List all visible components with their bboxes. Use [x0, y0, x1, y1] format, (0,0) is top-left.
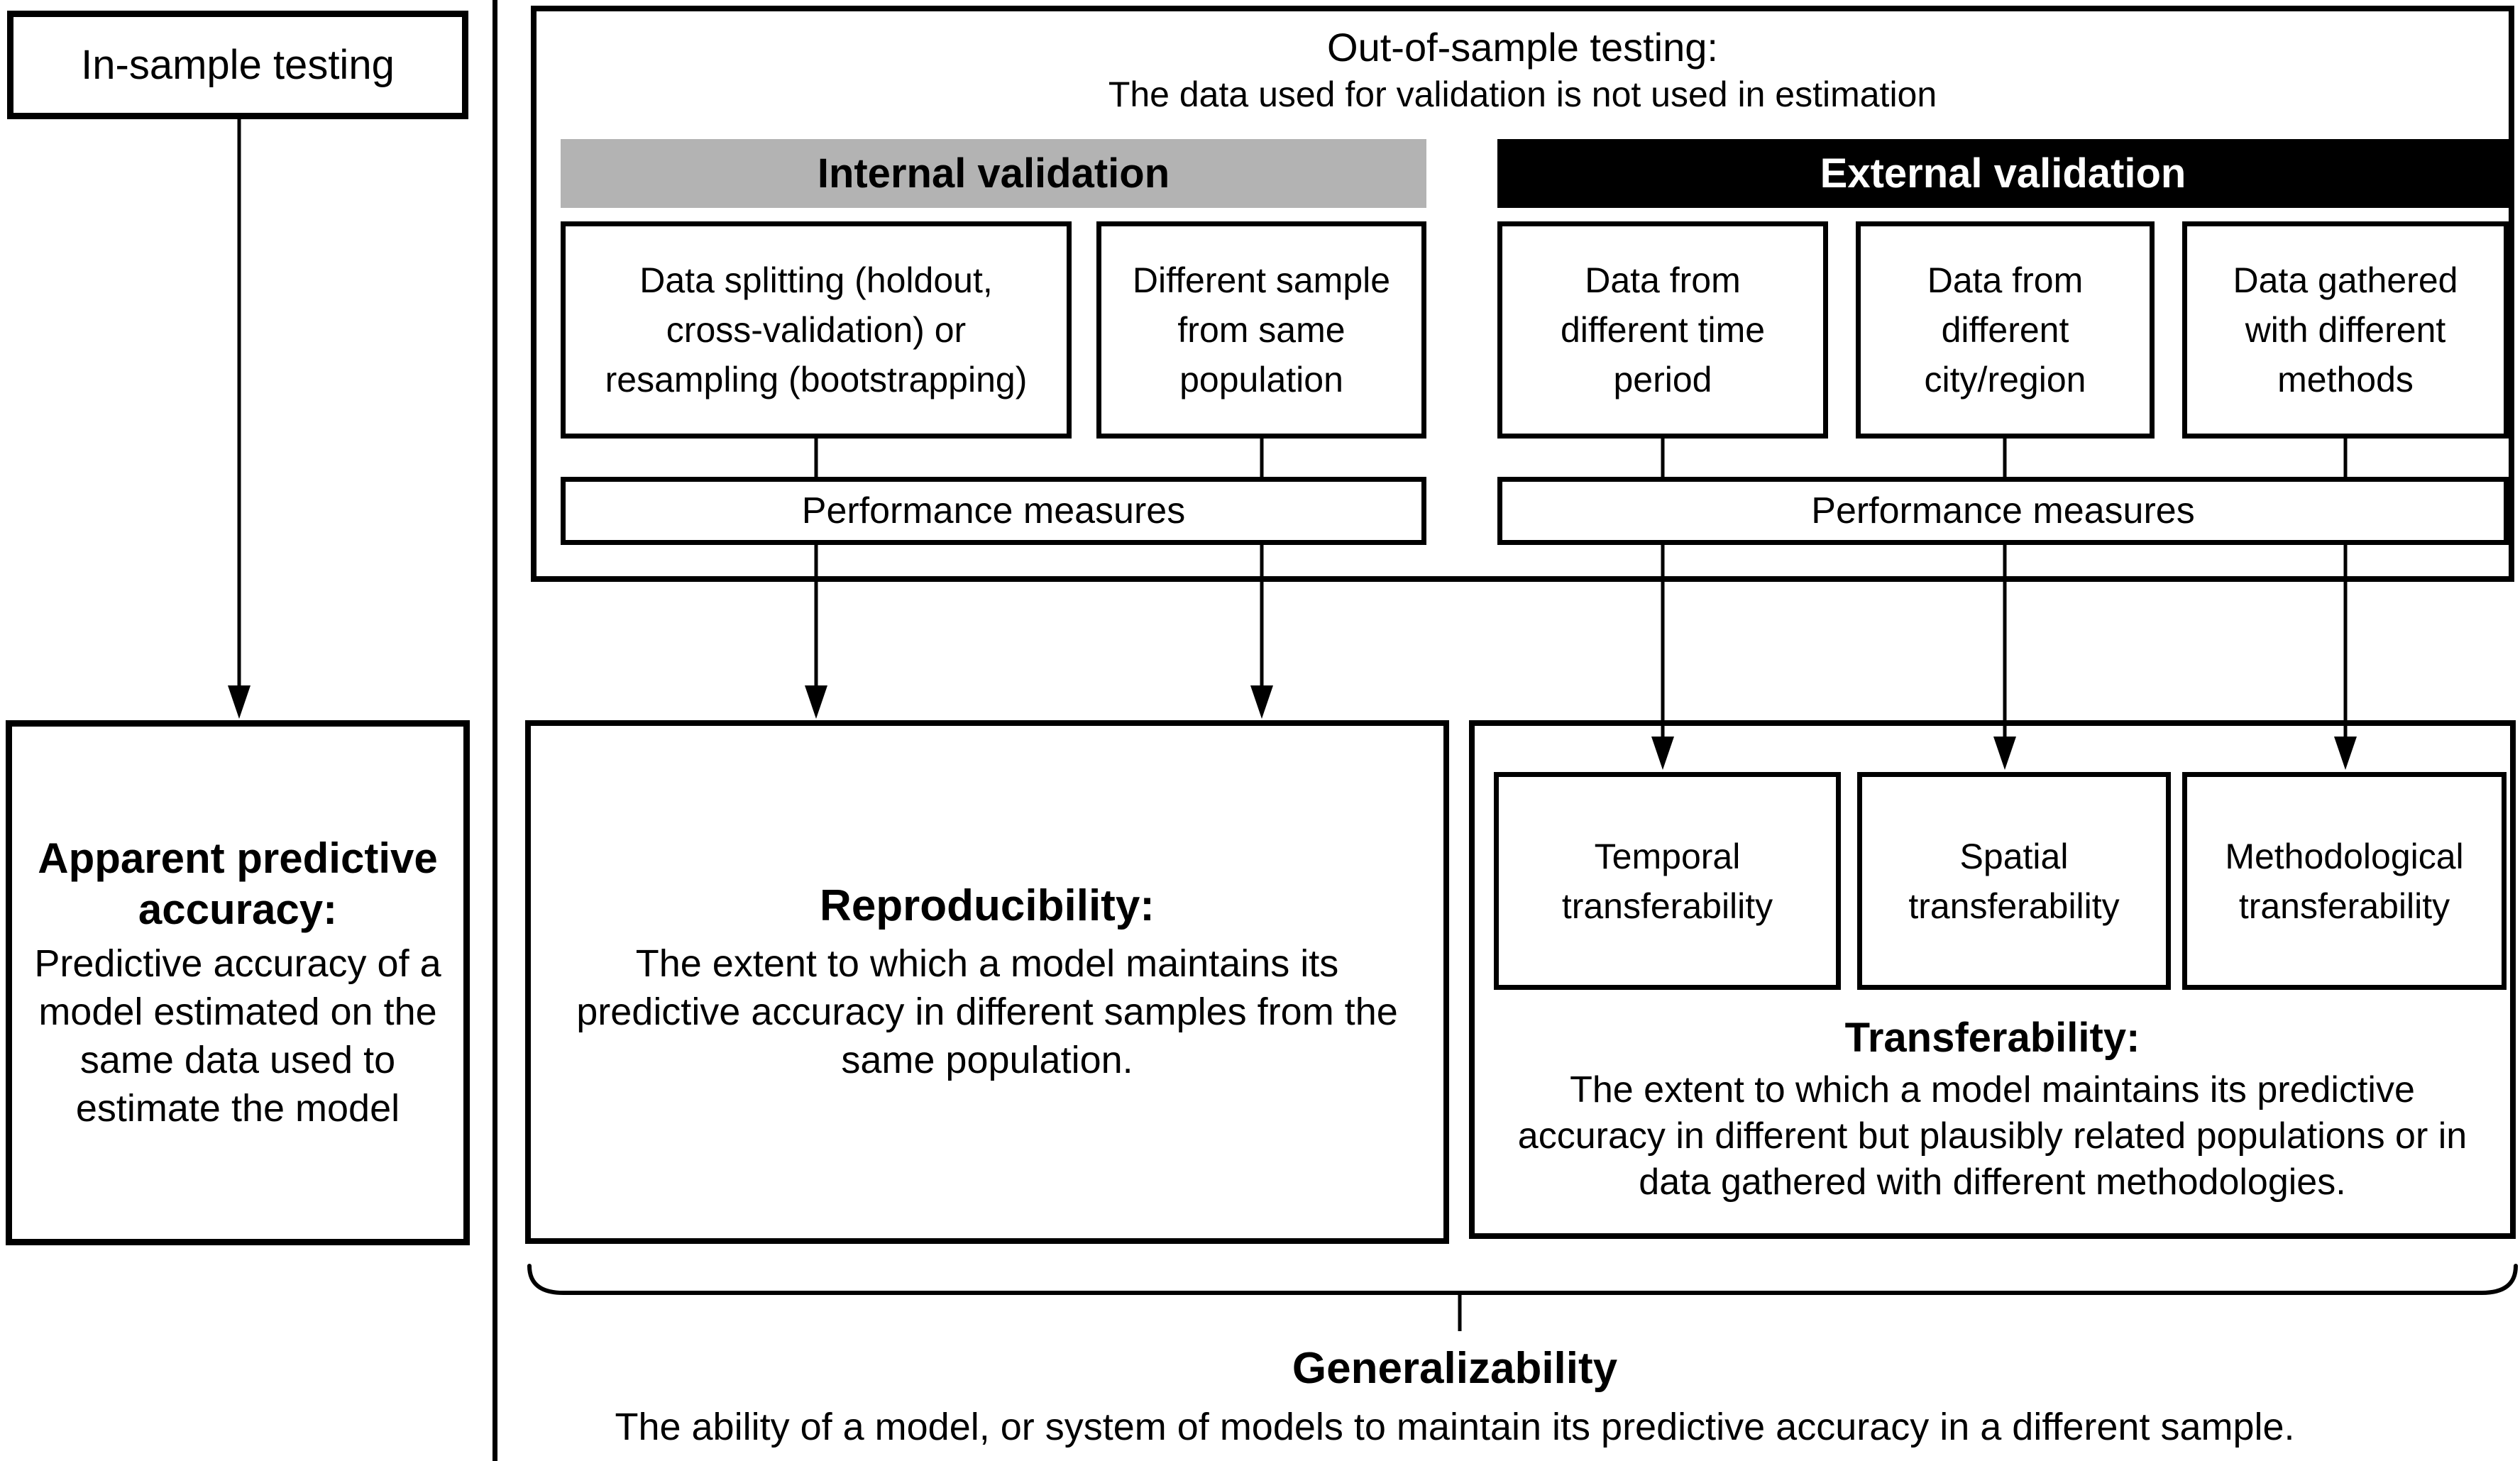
temporal-transferability-box: Temporal transferability [1494, 772, 1841, 990]
apparent-accuracy-body: Predictive accuracy of a model estimated… [34, 942, 441, 1130]
internal-validation-label: Internal validation [817, 150, 1170, 197]
apparent-accuracy-box: Apparent predictive accuracy: Predictive… [6, 720, 470, 1245]
out-of-sample-title: Out-of-sample testing: [1327, 25, 1718, 70]
reproducibility-title: Reproducibility: [820, 881, 1155, 930]
transferability-definition: Transferability: The extent to which a m… [1475, 1013, 2510, 1206]
performance-measures-label: Performance measures [801, 490, 1186, 531]
external-validation-header: External validation [1497, 139, 2509, 208]
performance-measures-external: Performance measures [1497, 477, 2509, 545]
city-region-box: Data from different city/region [1856, 221, 2155, 439]
curly-brace-icon [527, 1264, 2518, 1331]
generalizability-description: The ability of a model, or system of mod… [615, 1406, 2295, 1448]
methodological-transferability-box: Methodological transferability [2182, 772, 2507, 990]
different-sample-box: Different sample from same population [1096, 221, 1426, 439]
different-methods-label: Data gathered with different methods [2233, 260, 2458, 399]
reproducibility-body: The extent to which a model maintains it… [576, 942, 1398, 1082]
out-of-sample-subtitle: The data used for validation is not used… [1108, 75, 1937, 114]
generalizability-title: Generalizability [1292, 1344, 1618, 1393]
city-region-label: Data from different city/region [1924, 260, 2086, 399]
spatial-transferability-label: Spatial transferability [1908, 836, 2120, 926]
external-validation-label: External validation [1820, 150, 2186, 197]
time-period-box: Data from different time period [1497, 221, 1828, 439]
in-sample-testing-label: In-sample testing [81, 42, 395, 88]
different-methods-box: Data gathered with different methods [2182, 221, 2509, 439]
arrow-down-icon [228, 118, 251, 719]
out-of-sample-container [531, 6, 2514, 582]
internal-validation-header: Internal validation [561, 139, 1426, 208]
transferability-body: The extent to which a model maintains it… [1517, 1069, 2467, 1203]
different-sample-label: Different sample from same population [1132, 260, 1391, 399]
transferability-title: Transferability: [1844, 1015, 2140, 1061]
performance-measures-internal: Performance measures [561, 477, 1426, 545]
reproducibility-box: Reproducibility: The extent to which a m… [525, 720, 1449, 1244]
apparent-accuracy-title: Apparent predictive accuracy: [38, 834, 438, 933]
divider-line [493, 0, 497, 1461]
transferability-container [1469, 720, 2516, 1239]
performance-measures-label: Performance measures [1811, 490, 2195, 531]
data-splitting-label: Data splitting (holdout, cross-validatio… [605, 260, 1028, 399]
temporal-transferability-label: Temporal transferability [1561, 836, 1773, 926]
time-period-label: Data from different time period [1560, 260, 1766, 399]
data-splitting-box: Data splitting (holdout, cross-validatio… [561, 221, 1072, 439]
methodological-transferability-label: Methodological transferability [2225, 836, 2464, 926]
spatial-transferability-box: Spatial transferability [1857, 772, 2171, 990]
in-sample-testing-box: In-sample testing [7, 11, 468, 119]
